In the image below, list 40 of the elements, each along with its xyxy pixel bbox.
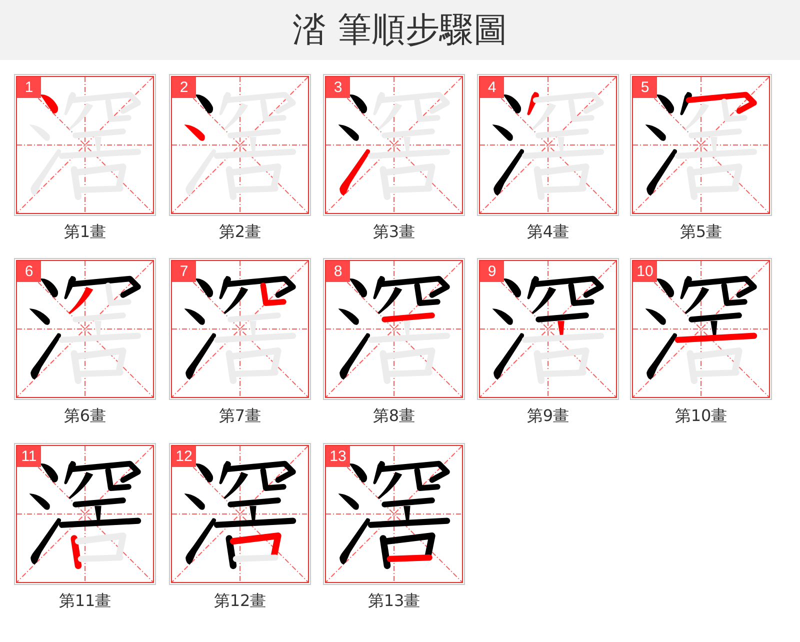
stroke-tile <box>14 74 156 216</box>
step-number-badge: 4 <box>480 77 504 98</box>
step-number-badge: 10 <box>633 261 657 282</box>
step-number-badge: 13 <box>326 446 350 467</box>
stroke-tile <box>323 258 465 400</box>
step-caption: 第7畫 <box>218 406 262 426</box>
stroke-tile <box>14 443 156 585</box>
step-caption: 第10畫 <box>674 406 728 426</box>
step-caption: 第9畫 <box>526 406 570 426</box>
step-number-badge: 3 <box>326 77 350 98</box>
stroke-tile <box>14 258 156 400</box>
step-caption: 第3畫 <box>372 222 416 242</box>
stroke-tile <box>630 258 772 400</box>
stroke-tile <box>477 258 619 400</box>
step-number-badge: 7 <box>172 261 196 282</box>
step-caption: 第11畫 <box>58 591 112 611</box>
step-number-badge: 8 <box>326 261 350 282</box>
step-caption: 第1畫 <box>62 222 108 242</box>
step-number-badge: 11 <box>17 446 41 467</box>
step-caption: 第6畫 <box>62 406 108 426</box>
stroke-tile <box>477 74 619 216</box>
step-number-badge: 6 <box>17 261 41 282</box>
title-banner: 涾 筆順步驟圖 <box>0 0 800 60</box>
step-caption: 第13畫 <box>366 591 422 611</box>
stroke-tile <box>323 74 465 216</box>
stroke-tile <box>630 74 772 216</box>
step-number-badge: 9 <box>480 261 504 282</box>
stroke-tile <box>323 443 465 585</box>
stroke-tile <box>169 443 311 585</box>
stroke-tile <box>169 258 311 400</box>
step-caption: 第2畫 <box>218 222 262 242</box>
stroke-tile <box>169 74 311 216</box>
step-number-badge: 5 <box>633 77 657 98</box>
step-number-badge: 2 <box>172 77 196 98</box>
step-number-badge: 12 <box>172 446 196 467</box>
step-caption: 第12畫 <box>212 591 268 611</box>
step-caption: 第8畫 <box>372 406 416 426</box>
step-caption: 第4畫 <box>526 222 570 242</box>
step-number-badge: 1 <box>17 77 41 98</box>
step-caption: 第5畫 <box>678 222 724 242</box>
